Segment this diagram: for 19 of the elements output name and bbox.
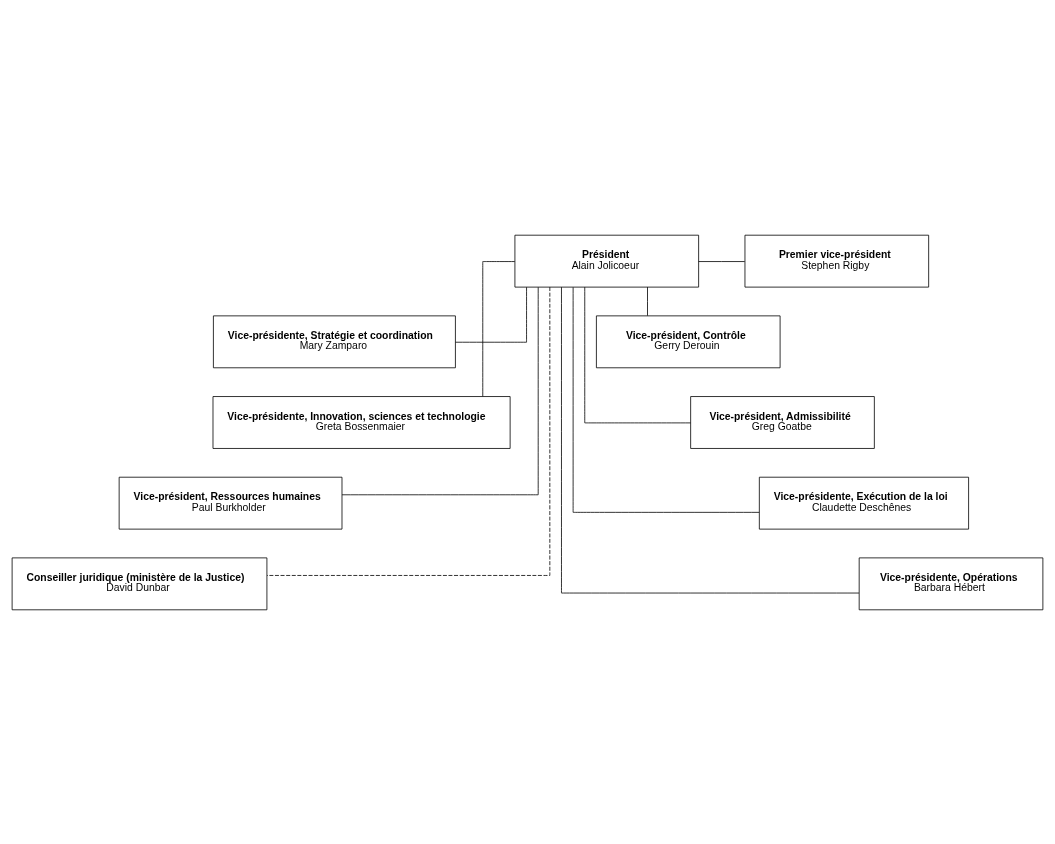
node-box: Vice-présidente, Innovation, sciences et technologie Greta Bossenmaier [212,395,511,449]
node-box: Vice-présidente, Stratégie et coordination Mary Zamparo [213,314,456,368]
connector [266,286,551,576]
node-box: Vice-président, Ressources humaines Paul Burkholder [118,476,343,530]
connector [698,260,746,262]
connector [482,260,516,397]
connector [561,286,860,593]
node-box: Vice-présidente, Exécution de la loi Claudette Deschênes [758,476,969,530]
node-box: Vice-président, Admissibilité Greg Goatbe [690,395,875,449]
connector [647,286,648,316]
connector [341,286,539,495]
node-box: Vice-président, Contrôle Gerry Derouin [596,314,781,368]
connector [572,286,760,513]
connector [584,286,691,423]
connector [455,286,527,343]
node-box: Vice-présidente, Opérations Barbara Hébert [858,557,1044,610]
node-box: Premier vice-président Stephen Rigby [744,234,930,287]
node-box: Conseiller juridique (ministère de la Justice) David Dunbar [11,557,268,610]
node-box: Président Alain Jolicoeur [514,234,700,287]
